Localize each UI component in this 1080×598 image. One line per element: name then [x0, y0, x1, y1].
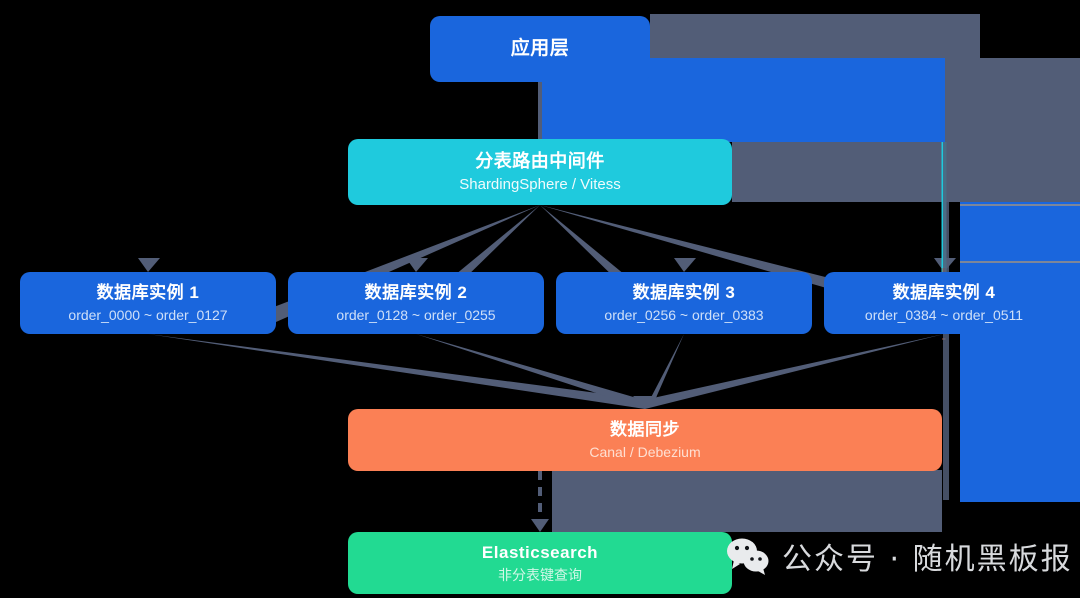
- node-sharding-middleware-title: 分表路由中间件: [475, 150, 605, 171]
- connector-db3-to-sync: [645, 334, 684, 409]
- overlay-artifact: [960, 202, 1080, 502]
- node-data-sync-title: 数据同步: [610, 419, 680, 439]
- connector-db2-to-sync: [416, 334, 645, 409]
- node-database-instance-4-title: 数据库实例 4: [892, 282, 996, 302]
- arrowhead-db2: [406, 258, 428, 272]
- node-database-instance-3-title: 数据库实例 3: [632, 282, 736, 302]
- node-data-sync[interactable]: 数据同步 Canal / Debezium: [348, 409, 942, 471]
- node-data-sync-subtitle: Canal / Debezium: [589, 444, 701, 461]
- node-database-instance-2[interactable]: 数据库实例 2 order_0128 ~ order_0255: [288, 272, 544, 334]
- node-database-instance-3-range: order_0256 ~ order_0383: [604, 307, 764, 324]
- node-database-instance-1[interactable]: 数据库实例 1 order_0000 ~ order_0127: [20, 272, 276, 334]
- arrowhead-data-sync: [633, 396, 657, 409]
- arrowhead-elasticsearch: [531, 519, 549, 532]
- overlay-artifact: [552, 470, 942, 532]
- arrowhead-db1: [138, 258, 160, 272]
- node-elasticsearch-subtitle: 非分表键查询: [498, 567, 582, 584]
- connector-db4-to-sync: [645, 334, 944, 409]
- node-sharding-middleware-subtitle: ShardingSphere / Vitess: [459, 176, 621, 193]
- node-database-instance-4-range: order_0384 ~ order_0511: [864, 307, 1024, 324]
- node-sharding-middleware[interactable]: 分表路由中间件 ShardingSphere / Vitess: [348, 139, 732, 205]
- overlay-artifact: [945, 58, 1080, 142]
- arrowhead-db3: [674, 258, 696, 272]
- node-database-instance-4[interactable]: 数据库实例 4 order_0384 ~ order_0511: [824, 272, 1064, 334]
- node-elasticsearch-title: Elasticsearch: [481, 542, 599, 562]
- node-app-layer-title: 应用层: [510, 38, 570, 60]
- node-database-instance-1-range: order_0000 ~ order_0127: [68, 307, 228, 324]
- overlay-artifact: [732, 142, 1080, 202]
- node-database-instance-1-title: 数据库实例 1: [96, 282, 200, 302]
- node-database-instance-2-range: order_0128 ~ order_0255: [336, 307, 496, 324]
- connector-db1-to-sync: [148, 334, 645, 409]
- node-elasticsearch[interactable]: Elasticsearch 非分表键查询: [348, 532, 732, 594]
- node-database-instance-3[interactable]: 数据库实例 3 order_0256 ~ order_0383: [556, 272, 812, 334]
- node-database-instance-2-title: 数据库实例 2: [364, 282, 468, 302]
- node-app-layer[interactable]: 应用层: [430, 16, 650, 82]
